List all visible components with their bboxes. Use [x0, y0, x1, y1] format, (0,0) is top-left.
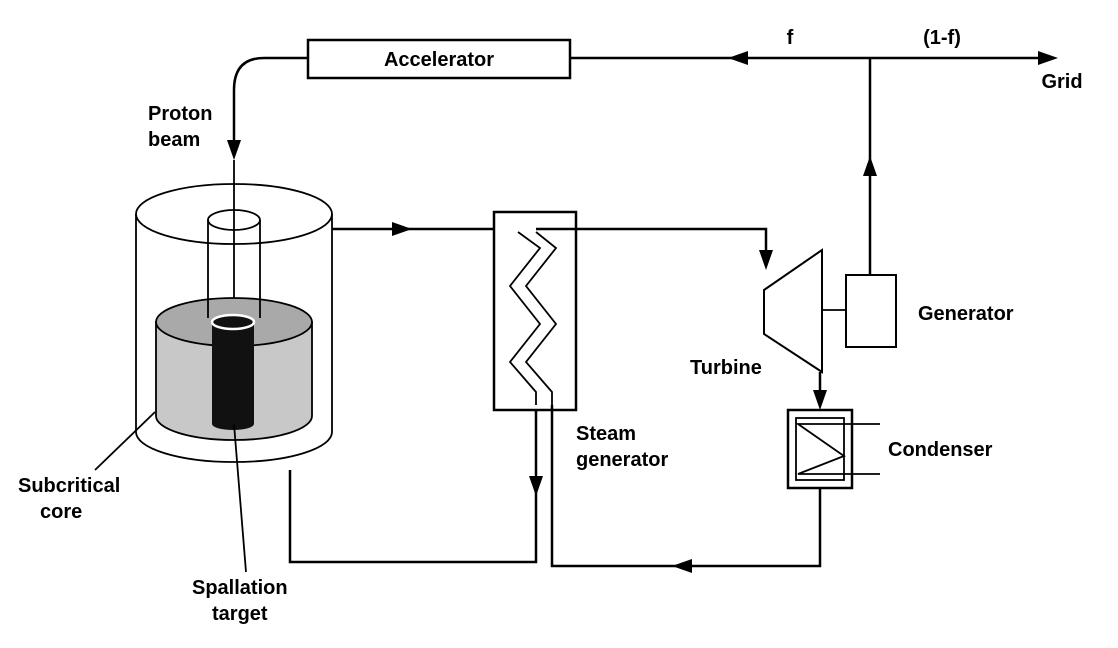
fraction-one-minus-f-label: (1-f)	[923, 27, 961, 49]
condenser	[786, 408, 880, 490]
steam-generator-label: generator	[576, 449, 668, 471]
spallation-target-leader	[233, 423, 247, 573]
subcritical-label: Subcritical	[18, 475, 120, 497]
generator-label: Generator	[918, 303, 1014, 325]
primary-hot-leg	[332, 227, 520, 232]
steam-label: Steam	[576, 423, 636, 445]
turbine-label: Turbine	[690, 357, 762, 379]
steam-line-arrow	[759, 250, 773, 270]
accelerator-feed-arrow	[728, 51, 748, 65]
subcritical-core-leader	[94, 411, 156, 471]
reactor-vessel	[135, 183, 333, 463]
beam-label: beam	[148, 129, 200, 151]
steam-generator-primary-coil	[508, 231, 542, 405]
primary-cold-leg	[288, 405, 538, 564]
turbine-exhaust-arrow	[813, 390, 827, 410]
target-label: target	[212, 603, 268, 625]
primary-hot-leg-arrow	[392, 222, 412, 236]
proton-beam-path	[232, 56, 308, 150]
fraction-f-label: f	[787, 27, 794, 49]
condenser-label: Condenser	[888, 439, 993, 461]
generator-output-arrow	[863, 156, 877, 176]
core-label: core	[40, 501, 82, 523]
beam-tube	[207, 209, 261, 318]
accelerator-label: Accelerator	[384, 49, 494, 71]
turbine	[763, 248, 823, 374]
grid-label: Grid	[1041, 71, 1082, 93]
primary-cold-leg-arrow	[529, 476, 543, 496]
spallation-label: Spallation	[192, 577, 288, 599]
generator-box	[845, 274, 897, 348]
proton-label: Proton	[148, 103, 212, 125]
feedwater-return-arrow	[672, 559, 692, 573]
spallation-target	[210, 313, 256, 430]
steam-generator-secondary-coil	[524, 231, 558, 405]
steam-generator-box	[492, 210, 578, 412]
proton-beam-arrow	[227, 140, 241, 160]
grid-arrow	[1038, 51, 1058, 65]
